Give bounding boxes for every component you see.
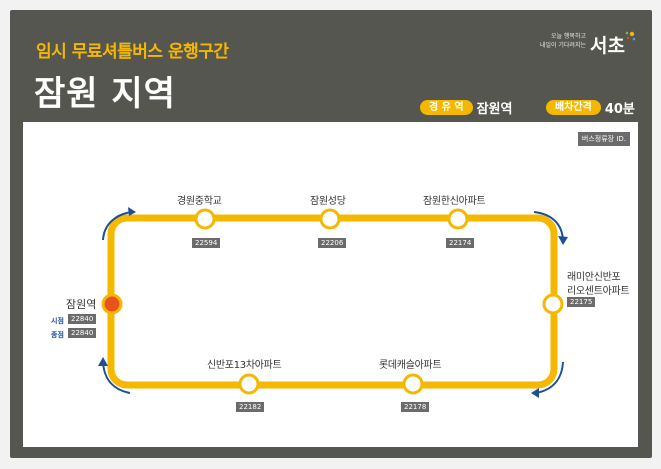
stop-id-badge: 22174 [446, 238, 475, 248]
via-station-info: 경 유 역 잠원역 [420, 98, 513, 117]
interval-info: 배차간격 40분 [546, 98, 635, 117]
arrowhead [531, 388, 539, 398]
direction-arrow-bottom-left [102, 361, 131, 394]
stop-marker [447, 208, 469, 230]
stop-id-badge: 22178 [401, 402, 430, 412]
arrowhead [558, 236, 568, 245]
stop-marker [238, 373, 260, 395]
header: 임시 무료셔틀버스 운행구간 잠원 지역 오늘 행복하고 내일이 기다려지는 서… [10, 10, 652, 122]
stop-id-badge: 22175 [567, 297, 596, 307]
first-stop-id-badge: 22840 [68, 314, 97, 324]
subtitle: 임시 무료셔틀버스 운행구간 [36, 42, 229, 62]
direction-arrow-top-left [102, 211, 133, 241]
direction-arrow-bottom-right [535, 361, 564, 394]
first-stop-tag: 시점 [51, 317, 64, 325]
arrowhead [128, 207, 136, 216]
start-station-label: 잠원역 [66, 298, 97, 311]
last-stop-tag: 종점 [51, 331, 64, 339]
arrowhead [98, 357, 108, 366]
interval-value: 40분 [604, 101, 635, 117]
via-station-value: 잠원역 [476, 101, 513, 117]
stop-label: 잠원성당 [310, 196, 346, 207]
stop-id-badge: 22594 [192, 238, 221, 248]
stop-marker [542, 293, 564, 315]
logo-wordmark: 서초 [590, 35, 625, 57]
stop-marker [319, 208, 341, 230]
stop-marker [194, 208, 216, 230]
start-station-marker [101, 293, 123, 315]
stop-id-badge: 22206 [318, 238, 347, 248]
stop-label: 신반포13차아파트 [207, 360, 282, 371]
logo-tagline-line1: 오늘 행복하고 [550, 33, 586, 40]
logo-tagline-line2: 내일이 기다려지는 [539, 42, 586, 49]
stop-label: 래미안신반포 [567, 272, 621, 283]
stop-marker [402, 373, 424, 395]
interval-badge: 배차간격 [546, 99, 601, 115]
stop-label: 리오센트아파트 [567, 286, 630, 297]
seocho-logo: 오늘 행복하고 내일이 기다려지는 서초 [528, 30, 638, 60]
stop-id-badge: 22182 [236, 402, 265, 412]
logo-tagline: 오늘 행복하고 내일이 기다려지는 [528, 32, 586, 50]
stop-label: 경원중학교 [177, 196, 222, 207]
via-station-badge: 경 유 역 [420, 99, 473, 115]
stop-label: 롯데캐슬아파트 [379, 360, 442, 371]
direction-arrow-top-right [533, 211, 564, 241]
stop-label: 잠원한신아파트 [423, 196, 486, 207]
star-icon [625, 31, 636, 41]
page-title: 잠원 지역 [34, 74, 176, 114]
last-stop-id-badge: 22840 [68, 328, 97, 338]
bus-stop-id-legend: 버스정류장 ID. [577, 132, 630, 146]
